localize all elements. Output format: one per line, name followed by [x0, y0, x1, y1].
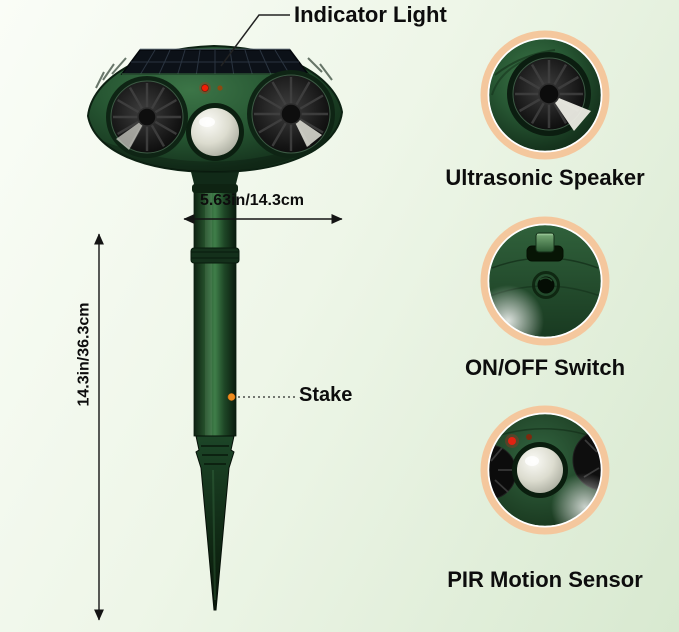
on-off-switch-label: ON/OFF Switch: [464, 355, 626, 380]
on-off-switch: [526, 232, 564, 262]
pir-motion-sensor-callout: [480, 405, 610, 535]
device-head: [86, 44, 344, 174]
solar-panel: [120, 48, 310, 75]
indicator-light-leader-line: [220, 14, 290, 67]
height-dimension-label: 14.3in/36.3cm: [75, 302, 93, 407]
indicator-light-label: Indicator Light: [294, 2, 447, 27]
ultrasonic-speaker-callout: [480, 30, 610, 160]
stake-point-dot: [227, 393, 236, 401]
pest-repeller-device: [86, 44, 344, 611]
ground-spike: [195, 435, 235, 611]
width-dimension-label: 5.63in/14.3cm: [199, 192, 305, 209]
stake-label: Stake: [299, 384, 353, 406]
ultrasonic-speaker-right: [247, 70, 335, 158]
ultrasonic-speaker-label: Ultrasonic Speaker: [445, 165, 645, 190]
rim-vents: [95, 57, 333, 89]
ultrasonic-speaker-left: [106, 76, 188, 158]
pir-motion-sensor-label: PIR Motion Sensor: [447, 567, 643, 592]
stake-pole: [190, 168, 240, 611]
indicator-light: [199, 82, 223, 94]
on-off-switch-callout: [480, 216, 610, 346]
pir-motion-sensor-dome: [186, 103, 244, 161]
